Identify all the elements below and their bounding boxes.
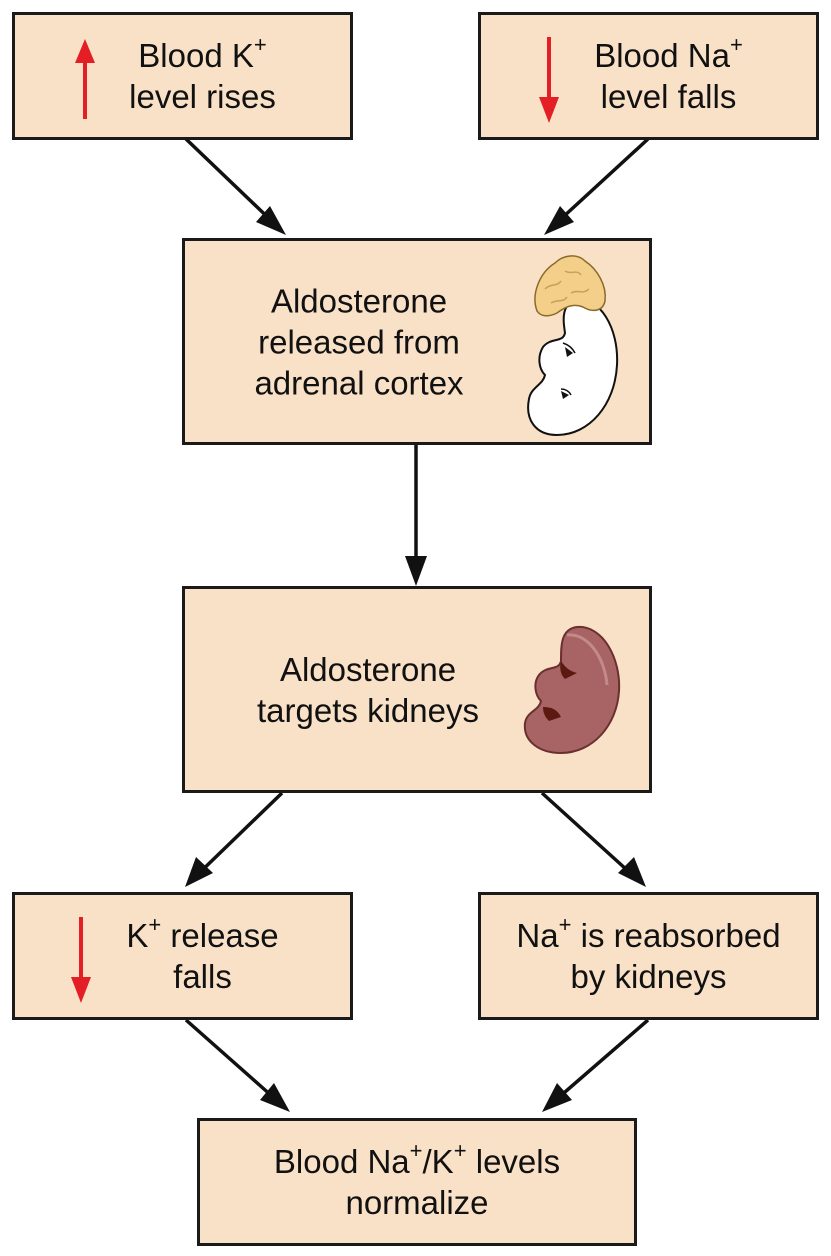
na-reabsorbed-post: is reabsorbed [571,917,781,954]
targets-line2: targets kidneys [257,691,479,729]
normalize-box: Blood Na+/K+ levels normalize [197,1118,637,1246]
potassium-rise-label: Blood K [138,37,254,74]
arrowhead-4 [185,857,213,887]
normalize-na-charge: + [409,1138,423,1163]
potassium-charge: + [253,32,267,57]
normalize-mid: /K [422,1143,454,1180]
arrowhead-3 [405,556,427,586]
sodium-fall-line2: level falls [600,78,737,115]
arrow-k-release-to-normalize [184,1018,284,1107]
arrow-targets-to-na-reabsorbed [540,791,640,882]
kidney-icon [523,625,621,755]
sodium-fall-box: Blood Na+ level falls [478,12,819,140]
adrenal-gland-kidney-icon [527,255,619,437]
arrow-targets-to-k-release [190,791,284,882]
targets-line1: Aldosterone [279,650,457,688]
release-line2: released from [258,323,460,360]
na-reabsorbed-line2: by kidneys [570,958,727,995]
aldosterone-targets-box: Aldosterone targets kidneys [182,586,652,793]
normalize-label: Blood Na [273,1143,410,1180]
na-reabsorbed-label: Na [516,917,559,954]
k-release-line2: falls [173,958,232,995]
arrowhead-7 [542,1083,572,1112]
normalize-k-charge: + [453,1138,467,1163]
arrow-na-reabsorbed-to-normalize [548,1018,650,1107]
up-arrow-icon [75,39,95,119]
normalize-line2: normalize [345,1184,489,1221]
sodium-fall-label: Blood Na [594,37,730,74]
release-line3: adrenal cortex [254,364,464,401]
release-line1: Aldosterone [270,282,448,319]
k-release-charge: + [148,912,162,937]
k-release-box: K+ release falls [12,892,353,1020]
potassium-rise-box: Blood K+ level rises [12,12,353,140]
normalize-post: levels [466,1143,561,1180]
down-arrow-icon [71,917,91,1003]
na-reabsorbed-charge: + [558,912,572,937]
potassium-rise-line2: level rises [129,78,276,115]
arrowhead-5 [618,857,646,887]
sodium-charge: + [729,32,743,57]
down-arrow-icon [539,37,559,123]
k-release-post: release [161,917,279,954]
na-reabsorbed-box: Na+ is reabsorbed by kidneys [478,892,819,1020]
aldosterone-release-box: Aldosterone released from adrenal cortex [182,238,652,445]
arrowhead-2 [544,206,574,235]
arrowhead-6 [260,1083,290,1112]
arrowhead-1 [256,206,286,235]
k-release-label: K [126,917,149,954]
